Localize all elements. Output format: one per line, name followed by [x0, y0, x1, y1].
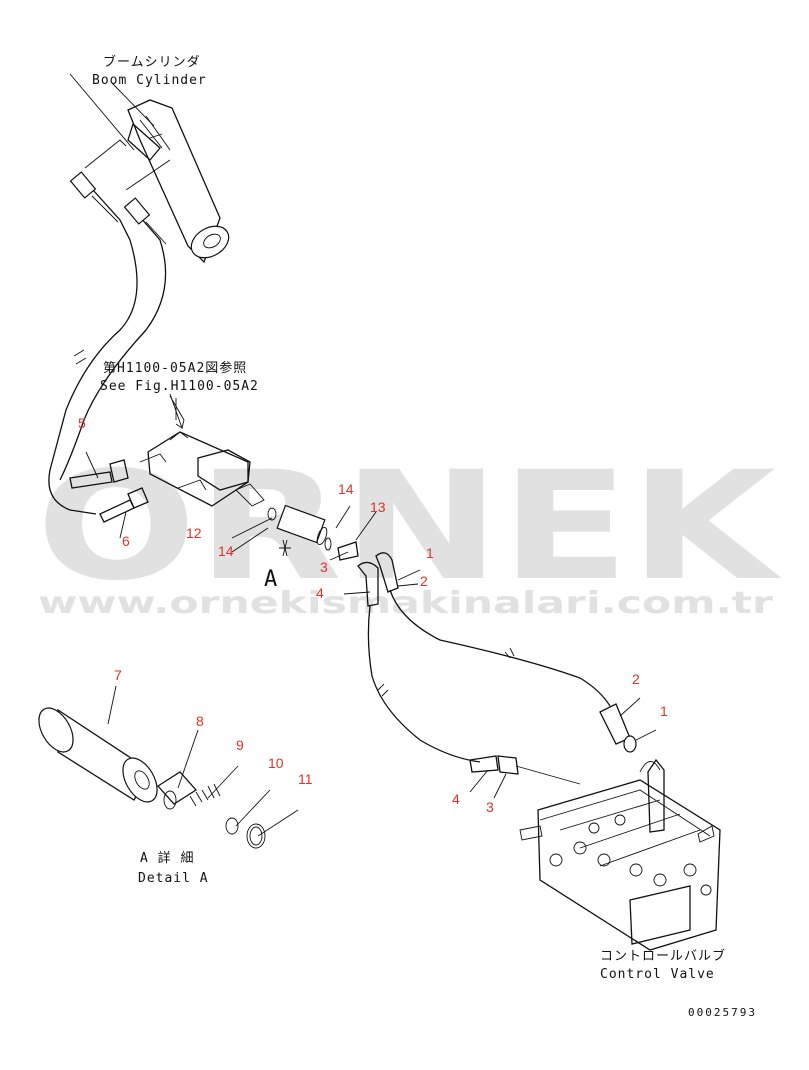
callout-11: 11: [298, 771, 313, 787]
callout-13: 13: [370, 499, 386, 515]
cylinder-hoses: [48, 171, 167, 515]
boom-cylinder: [69, 73, 230, 264]
check-valve-assembly: [231, 504, 377, 561]
lower-fittings: [469, 697, 657, 799]
detail-a-label-jp: A 詳 細: [140, 850, 194, 866]
valve-block: [139, 395, 265, 507]
callout-4-upper: 4: [316, 585, 324, 601]
callout-12: 12: [186, 525, 202, 541]
view-a-label: A: [264, 567, 278, 592]
valve-hoses: [367, 589, 611, 763]
callout-14-lower: 14: [218, 543, 234, 559]
control-valve: [519, 758, 721, 951]
drawing-number: 00025793: [688, 1006, 757, 1019]
view-arrow-a: [279, 539, 291, 557]
upper-elbow-fittings: [343, 552, 421, 607]
callout-7: 7: [114, 667, 122, 683]
boom-cylinder-label-en: Boom Cylinder: [92, 73, 207, 88]
boom-cylinder-label-jp: ブームシリンダ: [103, 54, 201, 70]
callout-3-upper: 3: [320, 559, 328, 575]
callout-1-upper: 1: [426, 545, 434, 561]
see-fig-label-en: See Fig.H1100-05A2: [100, 379, 259, 394]
callout-6: 6: [122, 533, 130, 549]
detail-a-parts: [38, 685, 299, 849]
fittings-5-6: [69, 451, 149, 539]
callout-14-upper: 14: [338, 481, 354, 497]
callout-2-upper: 2: [420, 573, 428, 589]
callout-4-lower: 4: [452, 791, 460, 807]
watermark: ORNEK www.ornekismakinalari.com.tr: [36, 440, 782, 621]
callout-9: 9: [236, 737, 244, 753]
control-valve-label-jp: コントロールバルブ: [600, 948, 726, 964]
callout-8: 8: [196, 713, 204, 729]
callout-1-lower: 1: [660, 703, 668, 719]
control-valve-label-en: Control Valve: [600, 967, 715, 982]
callout-3-lower: 3: [486, 799, 494, 815]
callout-2-lower: 2: [632, 671, 640, 687]
see-fig-label-jp: 第H1100-05A2図参照: [103, 360, 247, 376]
callout-10: 10: [268, 755, 284, 771]
callout-5: 5: [78, 415, 86, 431]
callout-numbers: 1 2 3 4 5 6 12 13 14 14 2 1 4 3 7 8 9 10…: [78, 415, 668, 815]
detail-a-label-en: Detail A: [138, 871, 209, 886]
